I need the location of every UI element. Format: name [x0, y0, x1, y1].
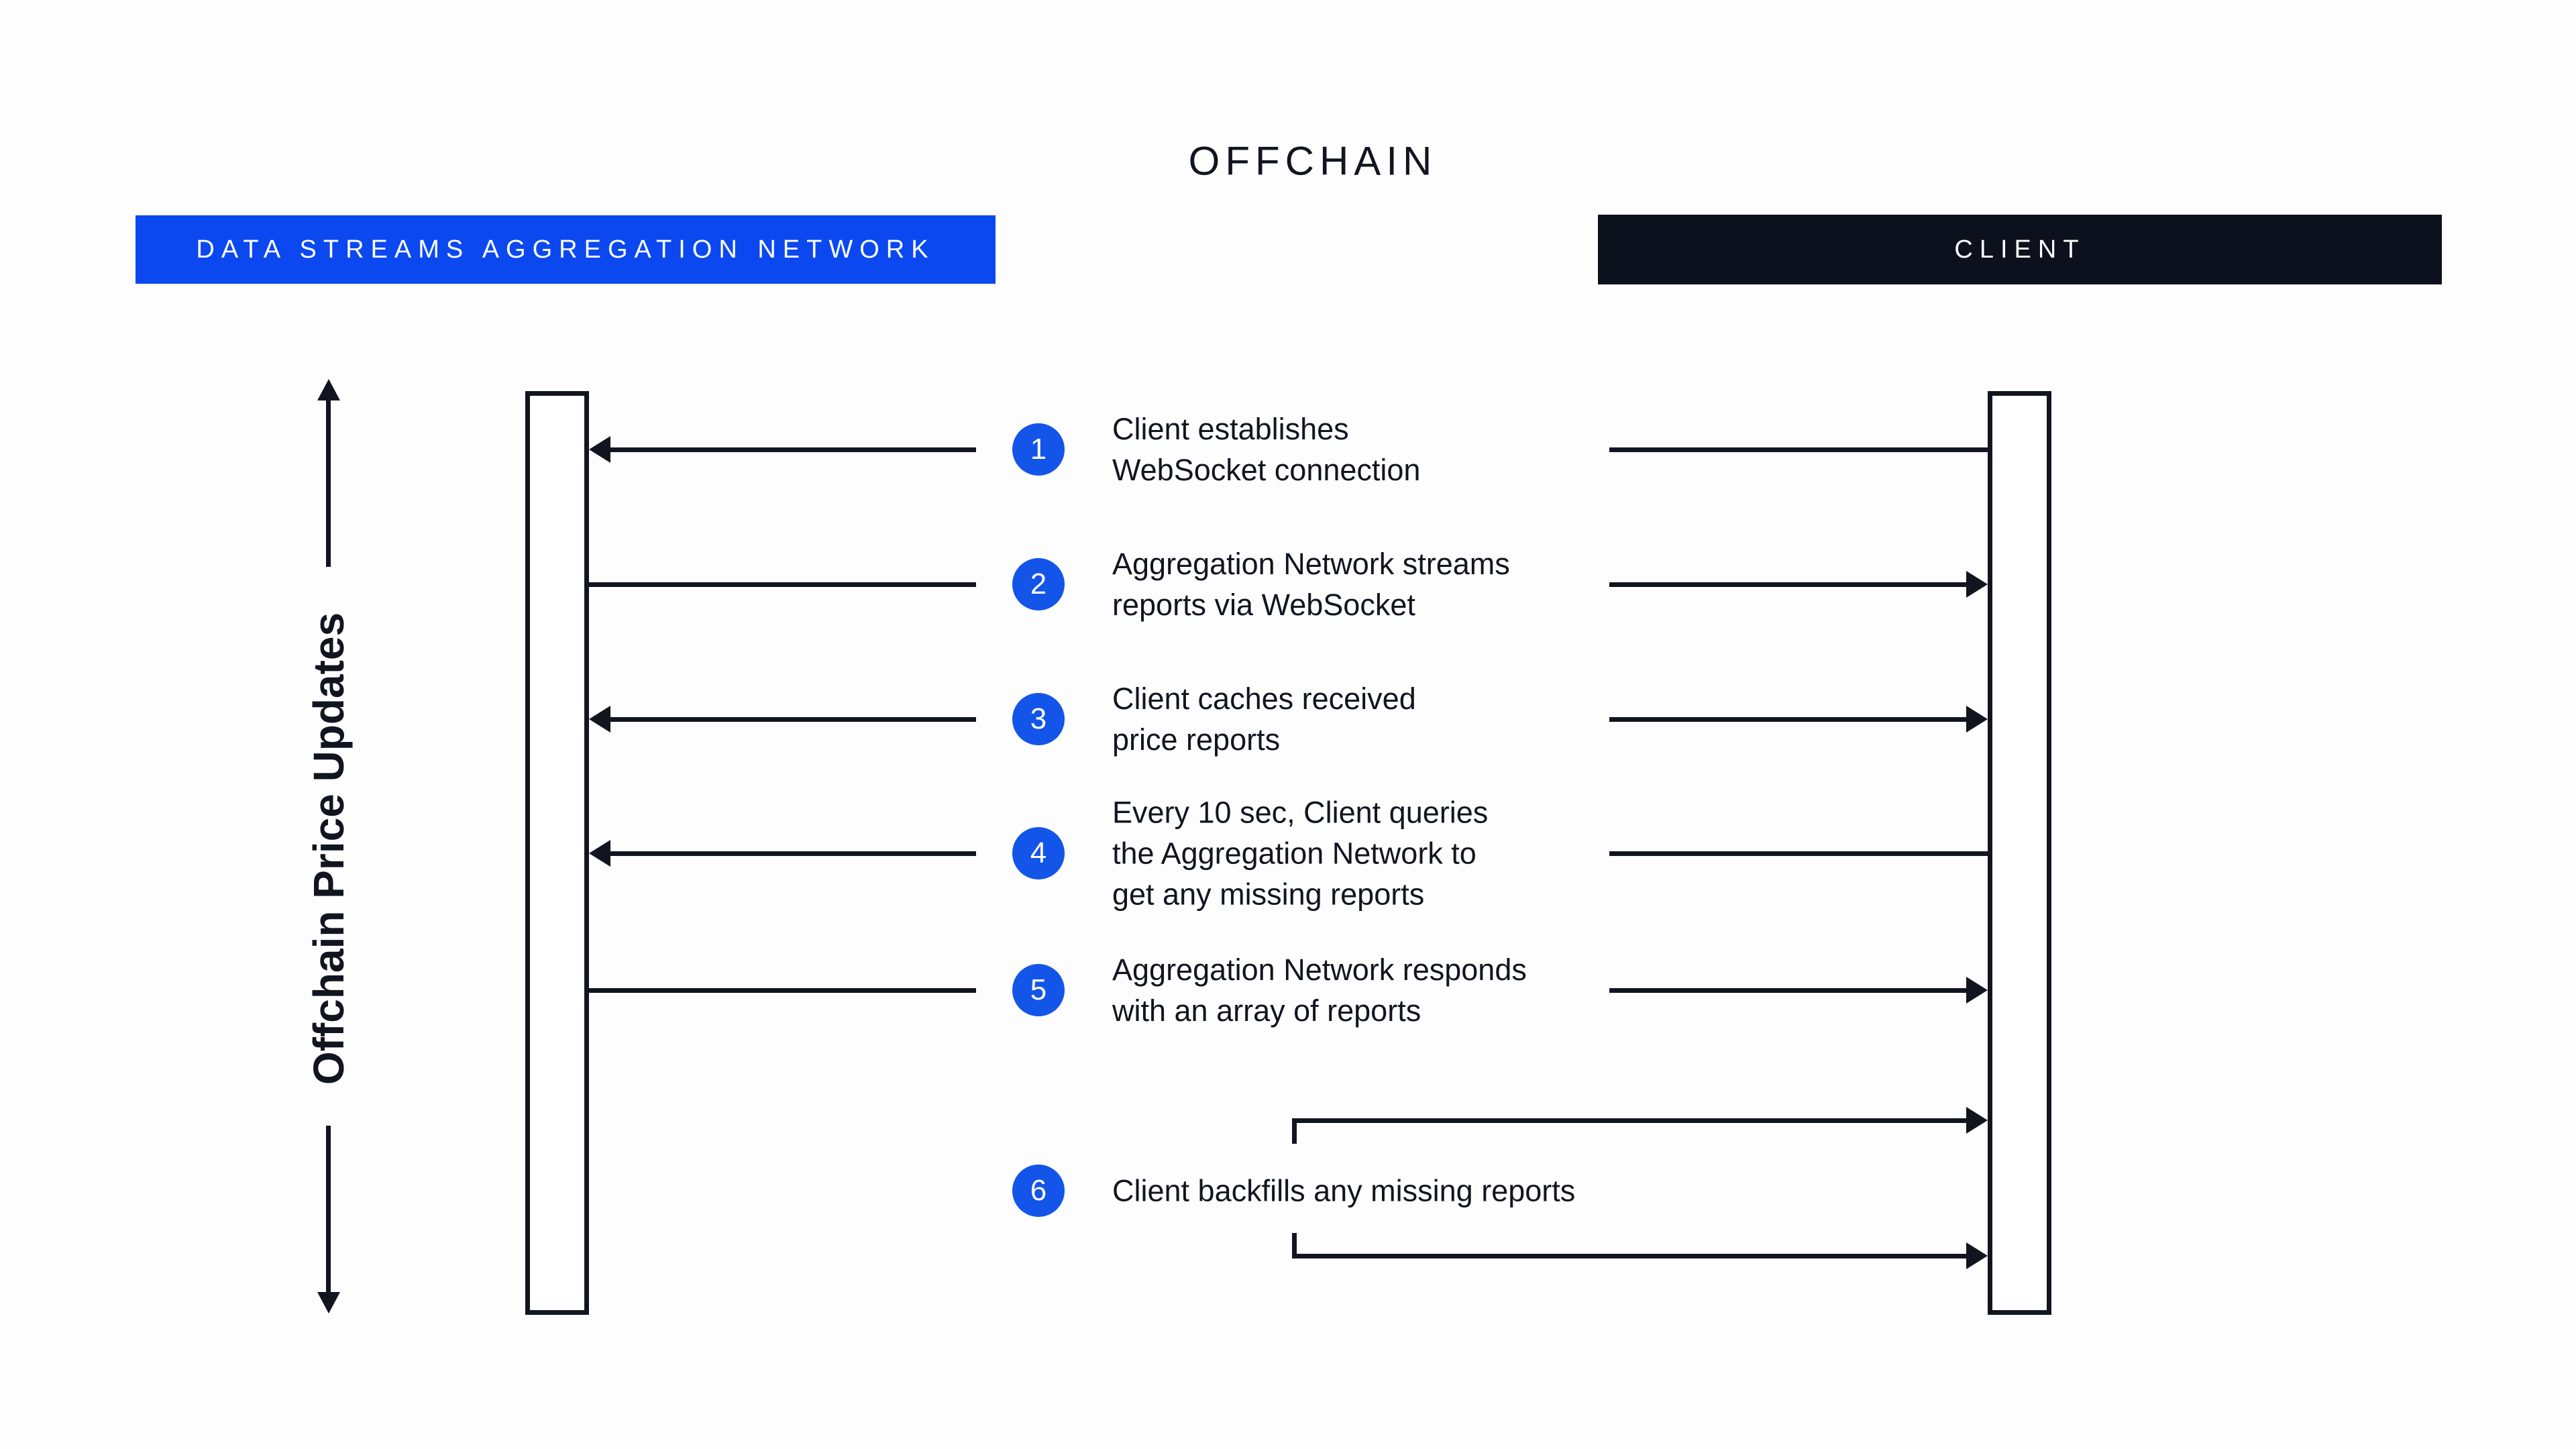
step-badge-1: 1	[1012, 423, 1065, 476]
arrowhead-right-icon	[1966, 977, 1988, 1004]
backfill-line-top	[1292, 1118, 1968, 1123]
step-text-5: Aggregation Network responds with an arr…	[1112, 953, 1527, 1028]
step-badge-6: 6	[1012, 1165, 1065, 1217]
arrowhead-right-icon	[1966, 706, 1988, 733]
message-line-left	[589, 582, 976, 587]
message-line-left	[589, 988, 976, 993]
message-line-right	[1609, 717, 1968, 722]
step-text-2: Aggregation Network streams reports via …	[1112, 547, 1510, 622]
arrowhead-left-icon	[589, 436, 610, 463]
arrowhead-left-icon	[589, 840, 610, 867]
step-text-6: Client backfills any missing reports	[1112, 1173, 1576, 1208]
step-badge-4: 4	[1012, 827, 1065, 879]
axis-label: Offchain Price Updates	[305, 612, 353, 1085]
step-badge-5: 5	[1012, 964, 1065, 1016]
step-text-3: Client caches received price reports	[1112, 682, 1416, 757]
network-lifeline	[525, 391, 589, 1315]
arrow-up-icon	[317, 379, 340, 400]
step-badge-3: 3	[1012, 693, 1065, 745]
arrowhead-left-icon	[589, 706, 610, 733]
message-line-left	[608, 717, 976, 722]
client-banner: CLIENT	[1598, 215, 2442, 284]
arrowhead-right-icon	[1966, 1107, 1988, 1134]
axis-line-top	[326, 399, 331, 567]
network-banner: DATA STREAMS AGGREGATION NETWORK	[136, 215, 996, 284]
message-line-left	[608, 447, 976, 452]
backfill-bracket-top	[1292, 1118, 1297, 1144]
arrowhead-right-icon	[1966, 571, 1988, 598]
message-line-right	[1609, 582, 1968, 587]
message-line-right	[1609, 851, 1988, 856]
step-text-4: Every 10 sec, Client queries the Aggrega…	[1112, 795, 1489, 912]
client-lifeline	[1988, 391, 2051, 1315]
page-title: OFFCHAIN	[1188, 138, 1438, 184]
message-line-right	[1609, 447, 1988, 452]
message-line-right	[1609, 988, 1968, 993]
backfill-bracket-bottom	[1292, 1233, 1297, 1258]
step-text-1: Client establishes WebSocket connection	[1112, 412, 1421, 487]
step-badge-2: 2	[1012, 558, 1065, 610]
backfill-line-bottom	[1292, 1254, 1968, 1258]
arrowhead-right-icon	[1966, 1242, 1988, 1269]
message-line-left	[608, 851, 976, 856]
axis-line-bottom	[326, 1126, 331, 1292]
arrow-down-icon	[317, 1292, 340, 1313]
